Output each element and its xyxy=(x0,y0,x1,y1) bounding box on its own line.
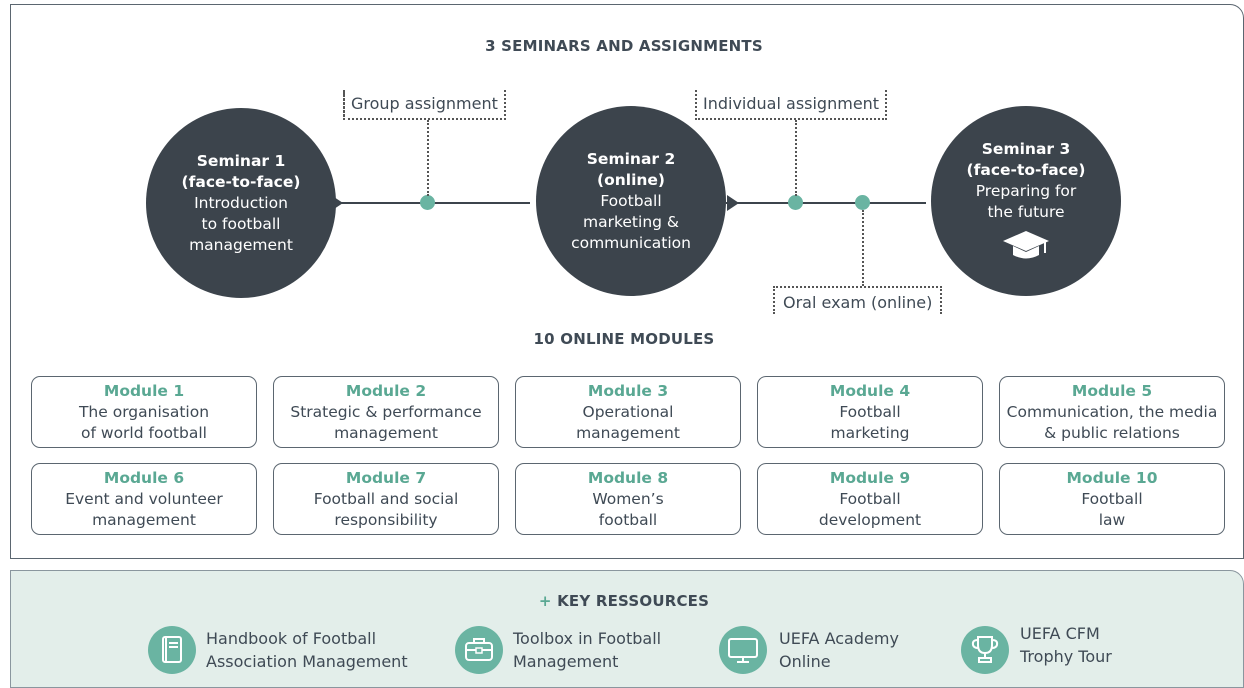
module-line: & public relations xyxy=(1044,423,1180,442)
modules-section-title: 10 ONLINE MODULES xyxy=(533,330,715,348)
seminar-3-circle: Seminar 3 (face-to-face) Preparing for t… xyxy=(931,106,1121,296)
module-title: Module 8 xyxy=(587,468,669,487)
seminar-topic-line: communication xyxy=(571,233,691,252)
module-5-card: Module 5 Communication, the media & publ… xyxy=(999,376,1225,448)
resource-line: Management xyxy=(513,652,619,671)
module-1-card: Module 1 The organisation of world footb… xyxy=(31,376,257,448)
module-line: management xyxy=(334,423,438,442)
module-line: management xyxy=(576,423,680,442)
resource-toolbox: Toolbox in Football Management xyxy=(513,627,661,673)
seminar-topic-line: management xyxy=(189,235,293,254)
module-7-card: Module 7 Football and social responsibil… xyxy=(273,463,499,535)
module-6-card: Module 6 Event and volunteer management xyxy=(31,463,257,535)
resource-line: Toolbox in Football xyxy=(513,629,662,648)
connector-line xyxy=(795,120,797,196)
seminar-title: Seminar 1 xyxy=(196,151,286,170)
module-line: development xyxy=(818,510,922,529)
module-line: Football and social xyxy=(313,489,459,508)
resource-line: Trophy Tour xyxy=(1020,647,1112,666)
module-10-card: Module 10 Football law xyxy=(999,463,1225,535)
module-title: Module 3 xyxy=(587,381,669,400)
module-9-card: Module 9 Football development xyxy=(757,463,983,535)
seminar-mode: (face-to-face) xyxy=(181,172,301,191)
trophy-icon xyxy=(961,626,1009,674)
connector-line xyxy=(427,120,429,196)
module-line: The organisation xyxy=(78,402,210,421)
module-8-card: Module 8 Women’s football xyxy=(515,463,741,535)
resource-handbook: Handbook of Football Association Managem… xyxy=(206,627,408,673)
toolbox-icon xyxy=(455,626,503,674)
timeline-line-2 xyxy=(726,202,926,204)
key-resources-panel xyxy=(10,570,1244,688)
group-assignment-callout: Group assignment xyxy=(343,90,506,120)
resource-academy-online: UEFA Academy Online xyxy=(779,627,899,673)
seminar-mode: (face-to-face) xyxy=(966,161,1086,179)
resource-line: UEFA CFM xyxy=(1020,624,1100,643)
module-line: Football xyxy=(839,402,901,421)
monitor-icon xyxy=(719,626,767,674)
module-line: Strategic & performance xyxy=(290,402,482,421)
seminar-topic-line: to football xyxy=(201,214,281,233)
plus-sign: + xyxy=(538,592,552,610)
seminar-topic-line: Football xyxy=(600,191,662,210)
module-line: of world football xyxy=(81,423,207,442)
seminar-topic-line: the future xyxy=(987,203,1065,221)
book-icon xyxy=(148,626,196,674)
module-line: law xyxy=(1098,510,1126,529)
module-line: Football xyxy=(1081,489,1143,508)
resources-section-title: + KEY RESSOURCES xyxy=(424,592,824,610)
seminar-2-circle: Seminar 2 (online) Football marketing & … xyxy=(536,106,726,296)
connector-line xyxy=(862,210,864,286)
module-line: football xyxy=(598,510,658,529)
seminar-topic-line: Introduction xyxy=(194,193,288,212)
seminar-title: Seminar 2 xyxy=(586,149,676,168)
module-title: Module 6 xyxy=(103,468,185,487)
oral-exam-callout: Oral exam (online) xyxy=(773,286,943,314)
module-title: Module 10 xyxy=(1066,468,1158,487)
individual-assignment-callout: Individual assignment xyxy=(695,90,888,120)
module-title: Module 5 xyxy=(1071,381,1153,400)
module-line: marketing xyxy=(830,423,910,442)
module-title: Module 2 xyxy=(345,381,427,400)
resource-line: Association Management xyxy=(206,652,408,671)
module-title: Module 1 xyxy=(103,381,185,400)
seminar-topic-line: Preparing for xyxy=(975,182,1077,200)
module-line: responsibility xyxy=(334,510,438,529)
seminar-title: Seminar 3 xyxy=(981,140,1071,158)
module-line: Event and volunteer xyxy=(65,489,223,508)
resource-line: Online xyxy=(779,652,831,671)
module-title: Module 4 xyxy=(829,381,911,400)
module-line: Communication, the media xyxy=(1006,402,1218,421)
module-2-card: Module 2 Strategic & performance managem… xyxy=(273,376,499,448)
seminar-1-circle: Seminar 1 (face-to-face) Introduction to… xyxy=(146,108,336,298)
timeline-dot xyxy=(855,195,870,210)
module-title: Module 7 xyxy=(345,468,427,487)
graduation-cap-icon xyxy=(1003,231,1049,259)
module-line: Operational xyxy=(582,402,674,421)
resource-trophy-tour: UEFA CFM Trophy Tour xyxy=(1020,622,1112,668)
seminar-topic-line: marketing & xyxy=(583,212,679,231)
seminar-mode: (online) xyxy=(596,170,666,189)
module-4-card: Module 4 Football marketing xyxy=(757,376,983,448)
resource-line: UEFA Academy xyxy=(779,629,899,648)
module-line: Football xyxy=(839,489,901,508)
module-line: management xyxy=(92,510,196,529)
seminars-section-title: 3 SEMINARS AND ASSIGNMENTS xyxy=(485,37,763,55)
timeline-dot xyxy=(420,195,435,210)
module-line: Women’s xyxy=(592,489,664,508)
module-title: Module 9 xyxy=(829,468,911,487)
resource-line: Handbook of Football xyxy=(206,629,377,648)
resources-title-text: KEY RESSOURCES xyxy=(557,592,710,610)
arrow-right-icon xyxy=(727,195,739,211)
timeline-dot xyxy=(788,195,803,210)
module-3-card: Module 3 Operational management xyxy=(515,376,741,448)
